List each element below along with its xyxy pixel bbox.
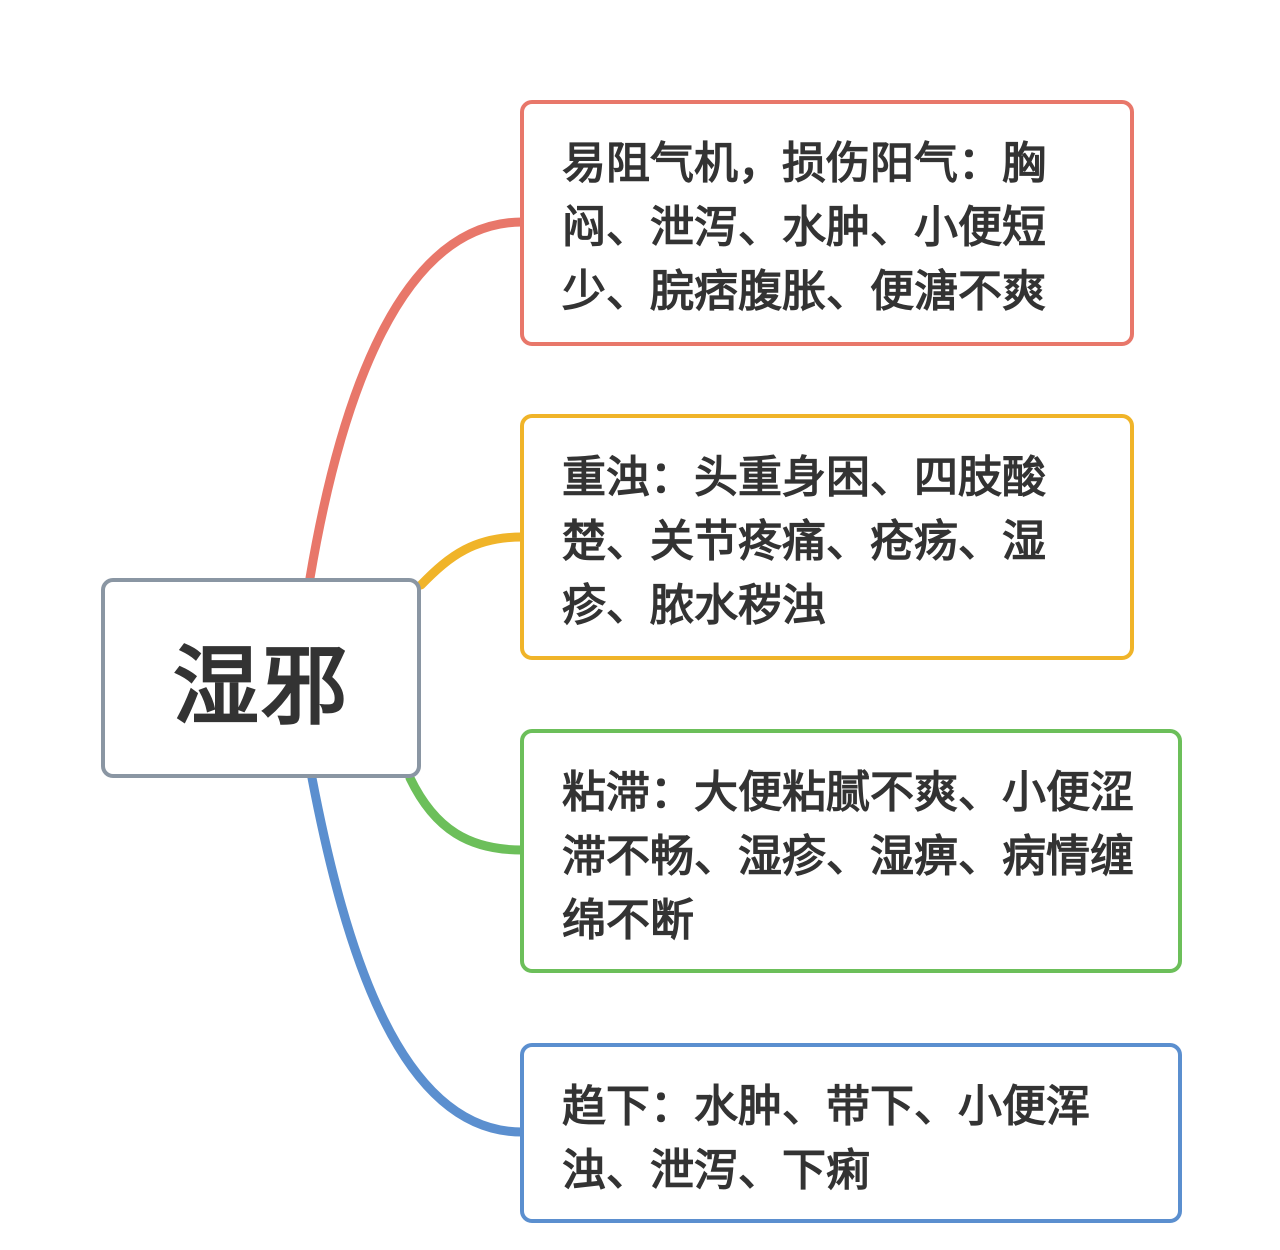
connector-line-3 [405,773,527,855]
central-topic: 湿邪 [101,578,421,778]
connector-line-4 [307,773,527,1137]
branch-node-3: 粘滞：大便粘腻不爽、小便涩滞不畅、湿疹、湿痹、病情缠绵不断 [520,729,1182,973]
branch-node-4: 趋下：水肿、带下、小便浑浊、泄泻、下痢 [520,1043,1182,1223]
branch-text-3: 粘滞：大便粘腻不爽、小便涩滞不畅、湿疹、湿痹、病情缠绵不断 [562,767,1134,946]
branch-node-2: 重浊：头重身困、四肢酸楚、关节疼痛、疮疡、湿疹、脓水秽浊 [520,414,1134,660]
branch-text-4: 趋下：水肿、带下、小便浑浊、泄泻、下痢 [562,1081,1090,1196]
connector-line-1 [305,217,527,583]
branch-node-1: 易阻气机，损伤阳气：胸闷、泄泻、水肿、小便短少、脘痞腹胀、便溏不爽 [520,100,1134,346]
connector-line-2 [416,532,527,590]
central-topic-title: 湿邪 [173,636,349,737]
branch-text-1: 易阻气机，损伤阳气：胸闷、泄泻、水肿、小便短少、脘痞腹胀、便溏不爽 [562,138,1046,317]
branch-text-2: 重浊：头重身困、四肢酸楚、关节疼痛、疮疡、湿疹、脓水秽浊 [562,452,1046,631]
